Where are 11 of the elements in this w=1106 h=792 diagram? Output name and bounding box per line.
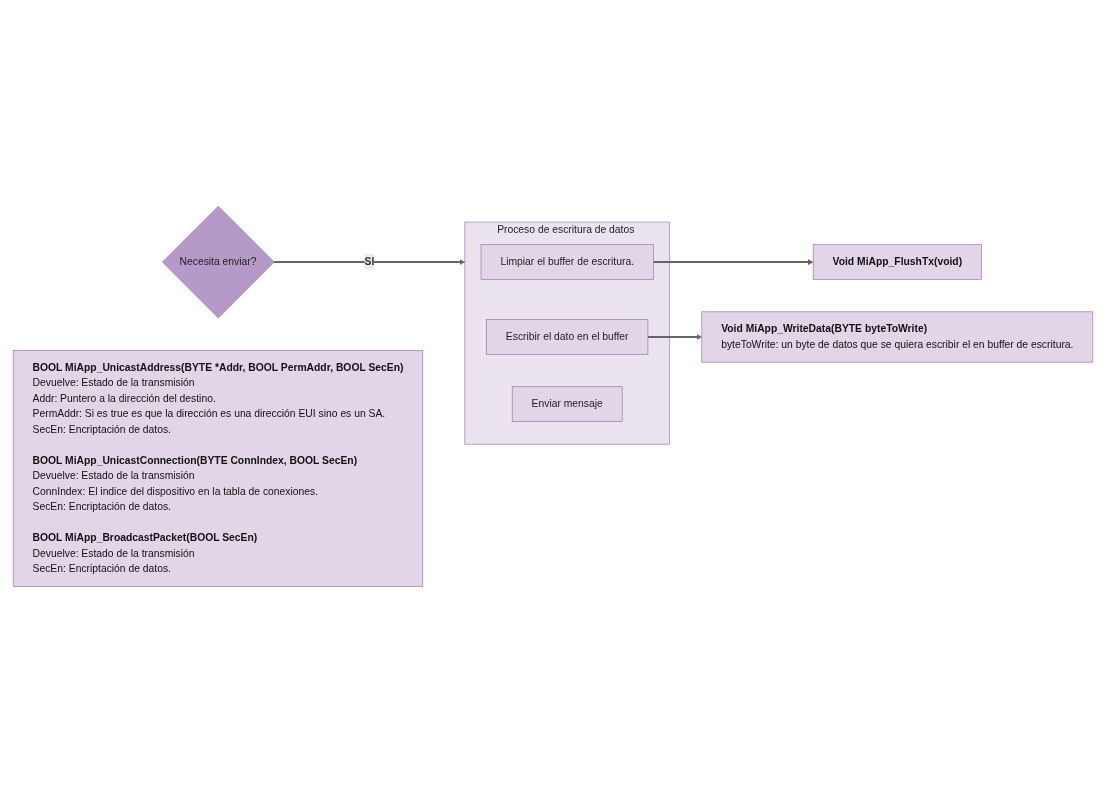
node-box: BOOL MiApp_UnicastAddress(BYTE *Addr, BOOL PermAddr, BOOL SecEn) Devuelve: Estado de la transmisión Addr: Puntero a la dirección del destino. PermAddr: Si es true es que la dirección es una dirección EUI sino es un SA. SecEn: Encriptación de datos. BOOL MiApp_UnicastConnection(BYTE ConnIndex, BOOL SecEn) Devuelve: Estado de la transmisión ConnIndex: El indice del dispositivo en la tabla de conexiones. SecEn: Encriptación de datos. BOOL MiApp_BroadcastPacket(BOOL SecEn) Devuelve: Estado de la transmisión SecEn: Encriptación de datos. — [12, 349, 424, 587]
arrow — [272, 258, 466, 265]
node-diamond: Necesita enviar? — [162, 205, 275, 318]
arrow — [646, 333, 703, 340]
node-box: Enviar mensaje — [511, 386, 623, 422]
edge-label: SI — [364, 255, 375, 267]
node-box: Void MiApp_WriteData(BYTE byteToWrite) byteToWrite: un byte de datos que se quiera escribir el en buffer de escritura. — [701, 311, 1094, 363]
node-box: Escribir el dato en el buffer — [486, 318, 649, 355]
node-box: Limpiar el buffer de escritura. — [480, 243, 654, 280]
arrow — [652, 258, 814, 265]
node-box: Void MiApp_FlushTx(void) — [812, 243, 982, 280]
